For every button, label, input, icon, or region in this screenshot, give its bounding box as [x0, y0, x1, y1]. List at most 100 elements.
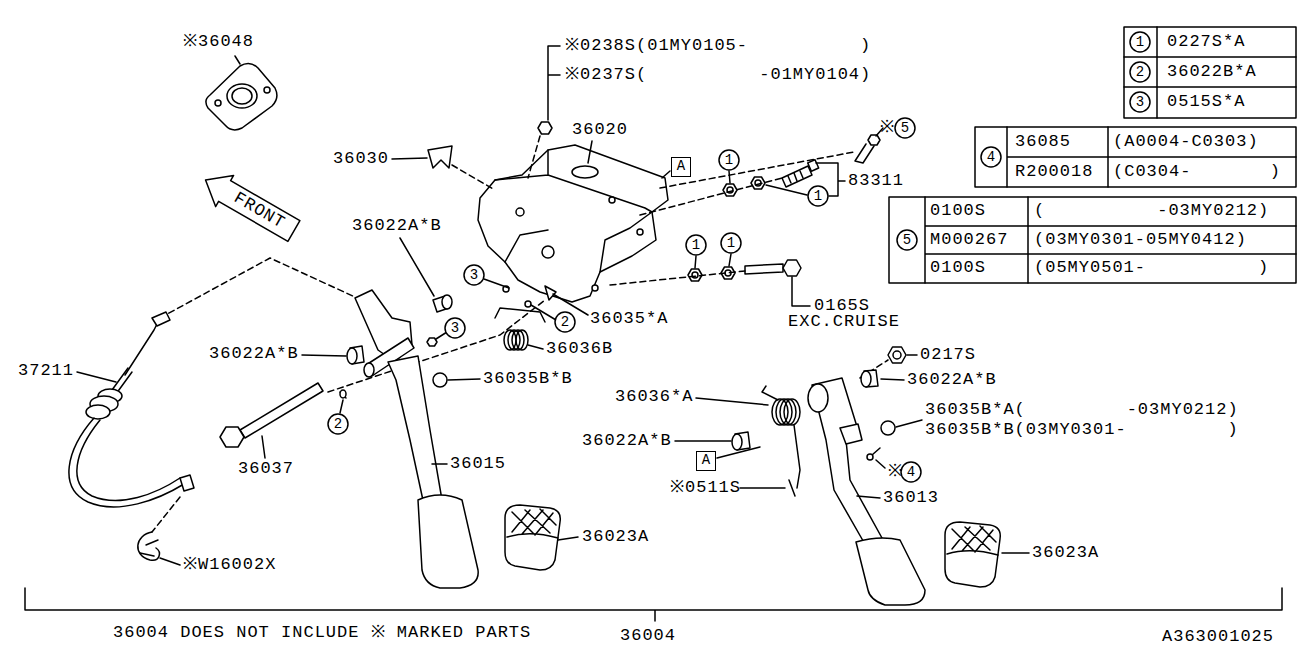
spring-drawing — [516, 330, 528, 350]
callout-number: 1 — [807, 185, 829, 207]
leader-line — [729, 171, 730, 183]
part-number: ※W16002X — [183, 557, 276, 573]
leader-line — [675, 440, 731, 442]
bushing-drawing — [861, 371, 871, 387]
switch-drawing — [782, 166, 812, 187]
bracket-drawing — [478, 145, 668, 302]
table-cell: (05MY0501- ) — [1034, 260, 1269, 276]
cable-drawing — [86, 405, 110, 419]
nut-drawing — [723, 184, 737, 196]
part-number: 36023A — [1032, 545, 1099, 561]
callout-text: A — [697, 452, 715, 469]
brake-pedal-drawing — [808, 384, 828, 412]
clip-drawing — [428, 146, 452, 168]
nut-drawing — [427, 122, 906, 363]
callout-circle — [981, 147, 1001, 167]
leader-line — [548, 46, 560, 120]
callout-text: 2 — [327, 413, 349, 435]
callout-number: 3 — [444, 317, 466, 339]
part-number: 83311 — [848, 173, 904, 189]
part-number: ※36048 — [183, 34, 254, 50]
pedal-pad-drawing — [505, 505, 560, 570]
parts-illustration — [25, 27, 1296, 621]
assembly-bracket — [25, 588, 1282, 621]
callout-text: 2 — [1129, 61, 1151, 83]
leader-line — [766, 185, 807, 195]
gasket-drawing — [206, 63, 277, 129]
callout-circle — [1130, 62, 1150, 82]
callout-text: 5 — [896, 229, 918, 251]
gasket-drawing — [206, 63, 277, 129]
diagram-code: A363001025 — [1162, 629, 1274, 645]
leader-line — [558, 537, 578, 540]
clutch-pedal-drawing — [433, 373, 447, 387]
clutch-pedal-drawing — [340, 290, 478, 588]
bushing-drawing — [732, 434, 742, 450]
bracket-drawing — [572, 166, 598, 178]
leader-line — [717, 447, 760, 458]
part-number: 0165S — [814, 298, 870, 314]
part-number: 36035B*A( -03MY0212) — [925, 402, 1239, 418]
callout-text: 3 — [463, 264, 485, 286]
table-cell: 36085 — [1015, 134, 1071, 150]
part-number: 36022A*B — [209, 346, 299, 362]
stopper-drawing — [525, 301, 531, 307]
table-callout: 2 — [1129, 61, 1151, 83]
clutch-pedal-drawing — [418, 495, 478, 588]
nut-drawing — [751, 177, 765, 189]
callout-circle — [721, 233, 741, 253]
callout-circle — [464, 265, 484, 285]
leader-line — [695, 256, 696, 268]
callout-text: 2 — [554, 311, 576, 333]
callout-text: 3 — [1129, 91, 1151, 113]
leader-line — [436, 332, 447, 339]
part-number: 36030 — [333, 151, 389, 167]
clip-drawing — [428, 146, 452, 168]
leader-line — [881, 379, 904, 380]
leader-line — [160, 558, 180, 565]
reference-mark: ※ — [880, 120, 895, 136]
table-grid — [1124, 27, 1296, 118]
cable-drawing — [77, 420, 180, 501]
callout-number: 2 — [554, 311, 576, 333]
assembly-line — [528, 136, 540, 178]
table-cell: (A0004-C0303) — [1113, 134, 1259, 150]
gasket-drawing — [215, 100, 221, 106]
callout-number: 2 — [327, 413, 349, 435]
callout-number: 4 — [900, 461, 922, 483]
spring-drawing — [762, 386, 778, 400]
callout-number: 1 — [718, 149, 740, 171]
leader-line — [302, 355, 346, 356]
leader-line — [857, 496, 880, 498]
table-grid — [889, 197, 1296, 283]
cable-clip-drawing — [138, 532, 160, 560]
table-cell: 0227S*A — [1167, 34, 1245, 50]
part-number: ※0238S(01MY0105- ) — [565, 38, 871, 54]
gasket-drawing — [232, 88, 252, 104]
brake-pedal-drawing — [840, 424, 862, 444]
callout-circle — [808, 186, 828, 206]
table-cell: 0100S — [930, 260, 986, 276]
leader-line — [696, 398, 768, 405]
front-arrow — [197, 164, 303, 246]
leader-line — [235, 56, 240, 64]
part-number: 36015 — [450, 456, 506, 472]
callout-text: 1 — [718, 149, 740, 171]
table-callout: 5 — [896, 229, 918, 251]
nut-drawing — [538, 122, 552, 134]
front-arrow — [197, 164, 303, 246]
part-number: 36013 — [883, 490, 939, 506]
spring-drawing — [794, 425, 800, 488]
pivot-bolt-drawing — [240, 383, 323, 438]
callout-number: 1 — [685, 234, 707, 256]
leader-line — [392, 158, 427, 159]
assembly-line — [152, 497, 180, 532]
part-number: 36020 — [572, 122, 628, 138]
cable-drawing — [152, 312, 170, 326]
table-grid — [975, 127, 1296, 187]
table-grid — [925, 197, 1296, 283]
callout-circle — [897, 230, 917, 250]
table-callout: 4 — [980, 146, 1002, 168]
cable-drawing — [180, 475, 194, 491]
